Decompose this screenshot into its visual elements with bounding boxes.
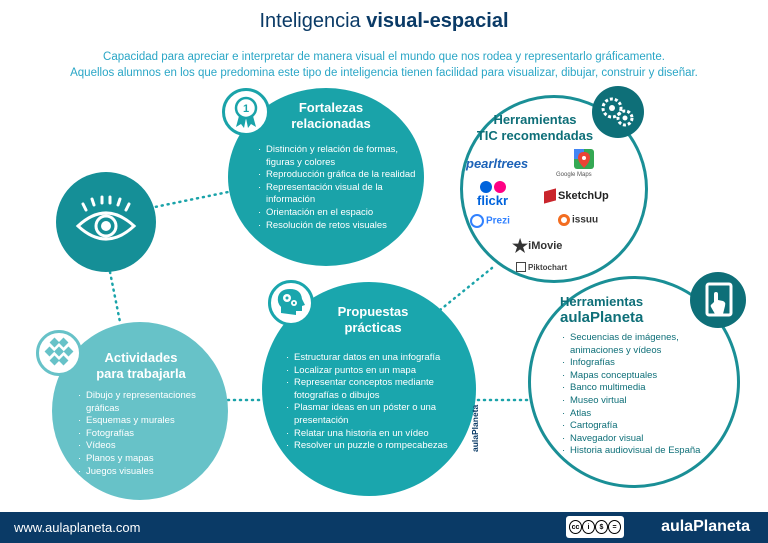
imovie-label: iMovie <box>528 240 563 253</box>
list-item[interactable]: Banco multimedia <box>562 382 722 395</box>
prezi-icon <box>470 214 484 228</box>
subtitle-line-2: Aquellos alumnos en los que predomina es… <box>70 67 698 79</box>
nd-icon: = <box>608 520 621 534</box>
list-item: Estructurar datos en una infografía <box>286 352 466 365</box>
googlemaps-logo[interactable] <box>570 148 598 173</box>
prezi-logo[interactable]: Prezi <box>470 214 510 228</box>
googlemaps-label: Google Maps <box>556 172 592 178</box>
flickr-dots-icon <box>478 180 512 197</box>
eye-circle <box>56 172 156 272</box>
aula-title-brand: aulaPlaneta <box>560 309 644 326</box>
svg-text:1: 1 <box>243 103 249 115</box>
list-item: Esquemas y murales <box>78 415 208 428</box>
flickr-logo[interactable]: flickr <box>477 193 509 208</box>
propuestas-list: Estructurar datos en una infografía Loca… <box>286 352 466 453</box>
list-item: Resolver un puzzle o rompecabezas <box>286 440 466 453</box>
list-item: Localizar puntos en un mapa <box>286 365 466 378</box>
list-item[interactable]: Cartografía <box>562 420 722 433</box>
list-item[interactable]: Navegador visual <box>562 433 722 446</box>
title-plain: Inteligencia <box>259 10 367 32</box>
list-item[interactable]: Infografías <box>562 357 722 370</box>
imovie-logo[interactable]: ★iMovie <box>512 236 562 257</box>
footer-url[interactable]: www.aulaplaneta.com <box>14 520 141 535</box>
head-gears-icon <box>268 280 314 326</box>
list-item: Vídeos <box>78 440 208 453</box>
nc-icon: $ <box>595 520 608 534</box>
page-title: Inteligencia visual-espacial <box>0 10 768 33</box>
sketchup-logo[interactable]: SketchUp <box>544 188 609 204</box>
list-item: Relatar una historia en un vídeo <box>286 428 466 441</box>
medal-icon: 1 <box>222 88 270 136</box>
by-icon: i <box>582 520 595 534</box>
footer-brand[interactable]: aulaPlaneta <box>661 518 750 535</box>
pearltrees-logo[interactable]: pearltrees <box>466 156 529 171</box>
footer: www.aulaplaneta.com cc i $ = aulaPlaneta <box>0 512 768 543</box>
list-item: Representar conceptos mediante fotografí… <box>286 377 466 402</box>
actividades-title-line2: para trabajarla <box>96 366 186 381</box>
piktochart-label: Piktochart <box>528 263 568 272</box>
subtitle-line-1: Capacidad para apreciar e interpretar de… <box>103 51 665 63</box>
cc-license-icon[interactable]: cc i $ = <box>566 516 624 538</box>
cc-icon: cc <box>569 520 582 534</box>
piktochart-logo[interactable]: Piktochart <box>516 262 567 273</box>
eye-icon <box>75 195 137 241</box>
actividades-list: Dibujo y representaciones gráficas Esque… <box>78 390 208 478</box>
list-item: Representación visual de la información <box>258 182 418 207</box>
sketchup-icon <box>544 188 556 204</box>
propuestas-title-line1: Propuestas <box>337 304 409 319</box>
list-item[interactable]: Mapas conceptuales <box>562 370 722 383</box>
vertical-brand: aulaPlaneta <box>470 404 480 452</box>
actividades-title: Actividades para trabajarla <box>86 350 196 382</box>
list-item: Plasmar ideas en un póster o una present… <box>286 402 466 427</box>
puzzle-icon <box>36 330 82 376</box>
tic-title-line1: Herramientas <box>493 112 577 127</box>
list-item: Fotografías <box>78 428 208 441</box>
list-item: Dibujo y representaciones gráficas <box>78 390 208 415</box>
fortalezas-list: Distinción y relación de formas, figuras… <box>258 144 418 232</box>
issuu-label: issuu <box>572 214 599 226</box>
prezi-label: Prezi <box>486 215 510 227</box>
gears-icon <box>592 86 644 138</box>
issuu-icon <box>558 214 570 226</box>
tic-title-line2: TIC recomendadas <box>476 128 594 143</box>
list-item[interactable]: Historia audiovisual de España <box>562 445 722 458</box>
list-item: Reproducción gráfica de la realidad <box>258 169 418 182</box>
list-item: Resolución de retos visuales <box>258 220 418 233</box>
list-item[interactable]: Museo virtual <box>562 395 722 408</box>
fortalezas-title-line1: Fortalezas <box>298 100 364 115</box>
list-item: Orientación en el espacio <box>258 207 418 220</box>
propuestas-title: Propuestas prácticas <box>318 304 428 336</box>
map-pin-icon <box>574 149 594 169</box>
issuu-logo[interactable]: issuu <box>558 214 598 226</box>
star-icon: ★ <box>512 236 529 256</box>
title-bold: visual-espacial <box>366 10 509 32</box>
aula-title-line1: Herramientas <box>560 294 644 309</box>
list-item[interactable]: Secuencias de imágenes, animaciones y ví… <box>562 332 722 357</box>
list-item: Planos y mapas <box>78 453 208 466</box>
fortalezas-title-line2: relacionadas <box>291 116 371 131</box>
list-item: Juegos visuales <box>78 466 208 479</box>
actividades-title-line1: Actividades <box>104 350 178 365</box>
aula-title: Herramientas aulaPlaneta <box>560 294 690 326</box>
tablet-touch-icon <box>690 272 746 328</box>
aula-list: Secuencias de imágenes, animaciones y ví… <box>562 332 722 458</box>
propuestas-title-line2: prácticas <box>344 320 402 335</box>
piktochart-icon <box>516 262 526 273</box>
sketchup-label: SketchUp <box>558 190 609 202</box>
list-item[interactable]: Atlas <box>562 408 722 421</box>
fortalezas-title: Fortalezas relacionadas <box>276 100 386 132</box>
list-item: Distinción y relación de formas, figuras… <box>258 144 418 169</box>
tic-title: Herramientas TIC recomendadas <box>470 112 600 144</box>
